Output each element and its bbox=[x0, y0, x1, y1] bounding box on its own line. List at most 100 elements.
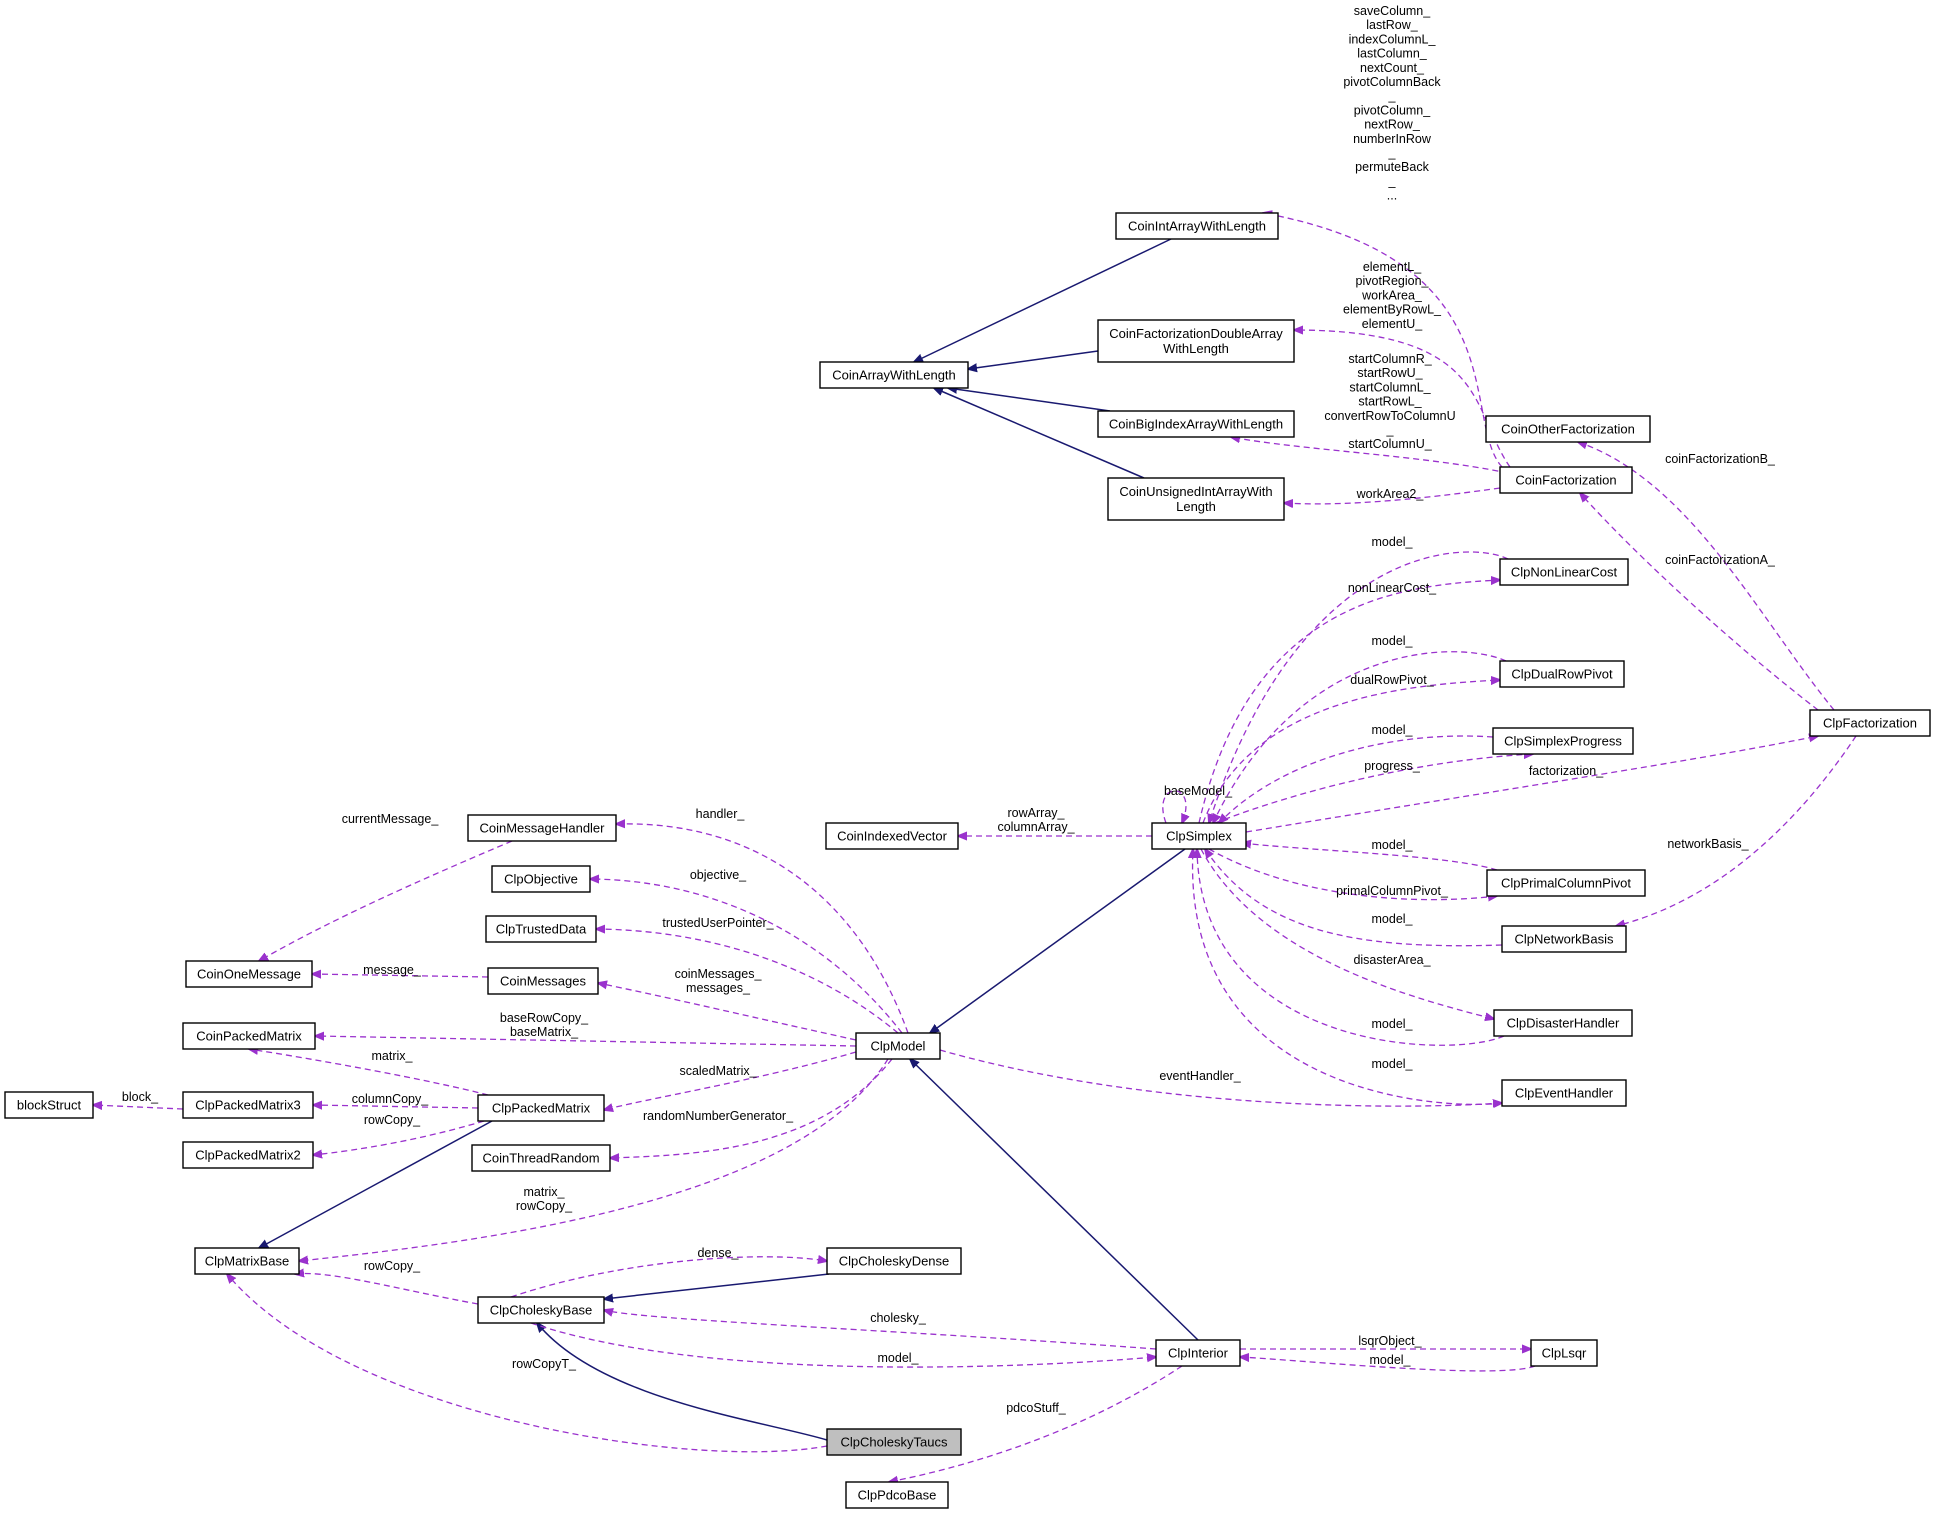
class-node-coin-thread-random[interactable]: CoinThreadRandom bbox=[471, 1144, 611, 1172]
inheritance-edge-1 bbox=[968, 350, 1099, 369]
class-node-block-struct[interactable]: blockStruct bbox=[4, 1091, 94, 1119]
edge-label-rowarray-0: rowArray_ bbox=[1008, 806, 1066, 820]
class-node-clp-primal-column-pivot[interactable]: ClpPrimalColumnPivot bbox=[1486, 869, 1646, 897]
edge-label-pcp-0: primalColumnPivot_ bbox=[1336, 884, 1449, 898]
class-node-clp-packed-matrix2[interactable]: ClpPackedMatrix2 bbox=[182, 1141, 314, 1169]
class-node-coin-int-array-with-length[interactable]: CoinIntArrayWithLength bbox=[1115, 212, 1279, 240]
edge-label-cbigidx-4: convertRowToColumnU bbox=[1324, 409, 1455, 423]
class-name-label: ClpCholeskyBase bbox=[490, 1303, 593, 1318]
usage-edge-22 bbox=[1162, 790, 1186, 823]
edge-label-cf-b-0: coinFactorizationB_ bbox=[1665, 452, 1776, 466]
class-box bbox=[1501, 925, 1627, 953]
inheritance-edge-7 bbox=[604, 1273, 830, 1299]
edge-label-rowcopy2-0: rowCopy_ bbox=[364, 1113, 421, 1127]
class-name-label: ClpSimplex bbox=[1166, 829, 1232, 844]
class-name-label: CoinOtherFactorization bbox=[1501, 422, 1635, 437]
edge-label-prog-model-0: model_ bbox=[1372, 723, 1414, 737]
class-node-coin-factorization[interactable]: CoinFactorization bbox=[1499, 466, 1633, 494]
edge-label-objective-0: objective_ bbox=[690, 868, 747, 882]
class-node-coin-packed-matrix[interactable]: CoinPackedMatrix bbox=[182, 1022, 316, 1050]
class-node-coin-indexed-vector[interactable]: CoinIndexedVector bbox=[825, 822, 959, 850]
usage-edge-39 bbox=[249, 1049, 489, 1096]
class-node-coin-messages[interactable]: CoinMessages bbox=[487, 967, 599, 995]
class-node-clp-trusted-data[interactable]: ClpTrustedData bbox=[485, 915, 597, 943]
class-node-clp-non-linear-cost[interactable]: ClpNonLinearCost bbox=[1499, 558, 1629, 586]
usage-edge-48 bbox=[604, 1310, 1157, 1350]
edge-label-handler-0: handler_ bbox=[696, 807, 746, 821]
edge-label-evt-0: eventHandler_ bbox=[1159, 1069, 1241, 1083]
usage-edge-14 bbox=[1580, 493, 1819, 711]
edge-label-mrow-1: rowCopy_ bbox=[516, 1199, 573, 1213]
usage-edge-21 bbox=[1245, 736, 1818, 833]
class-box bbox=[185, 960, 313, 988]
class-box bbox=[487, 967, 599, 995]
class-node-clp-interior[interactable]: ClpInterior bbox=[1155, 1339, 1241, 1367]
inheritance-edge-8 bbox=[537, 1323, 828, 1441]
class-box bbox=[1115, 212, 1279, 240]
class-node-clp-cholesky-taucs[interactable]: ClpCholeskyTaucs bbox=[826, 1428, 962, 1456]
edge-label-nlc-0: nonLinearCost_ bbox=[1348, 581, 1437, 595]
edge-label-mrow-0: matrix_ bbox=[524, 1185, 566, 1199]
class-name-label: WithLength bbox=[1163, 341, 1229, 356]
class-node-clp-network-basis[interactable]: ClpNetworkBasis bbox=[1501, 925, 1627, 953]
inheritance-edge-4 bbox=[930, 848, 1186, 1033]
class-node-clp-pdco-base[interactable]: ClpPdcoBase bbox=[845, 1481, 949, 1509]
class-node-clp-simplex-progress[interactable]: ClpSimplexProgress bbox=[1492, 727, 1634, 755]
edge-label-cholesky-0: cholesky_ bbox=[870, 1311, 927, 1325]
edge-label-cintarr-1: lastRow_ bbox=[1366, 18, 1418, 32]
class-box bbox=[182, 1022, 316, 1050]
usage-edge-27 bbox=[1616, 735, 1857, 926]
edge-label-baserow-0: baseRowCopy_ bbox=[500, 1011, 589, 1025]
class-node-clp-model[interactable]: ClpModel bbox=[855, 1032, 941, 1060]
class-box bbox=[477, 1296, 605, 1324]
class-box bbox=[1499, 558, 1629, 586]
class-node-clp-simplex[interactable]: ClpSimplex bbox=[1151, 822, 1247, 850]
edge-label-cintarr-5: pivotColumnBack bbox=[1343, 75, 1441, 89]
class-node-clp-disaster-handler[interactable]: ClpDisasterHandler bbox=[1493, 1009, 1633, 1037]
usage-edge-11 bbox=[1231, 437, 1509, 474]
edge-label-cfdarr-3: elementByRowL_ bbox=[1343, 303, 1442, 317]
edge-label-nlc-model-0: model_ bbox=[1372, 535, 1414, 549]
class-node-clp-lsqr[interactable]: ClpLsqr bbox=[1530, 1339, 1598, 1367]
class-node-coin-other-factorization[interactable]: CoinOtherFactorization bbox=[1485, 415, 1651, 443]
class-box bbox=[1151, 822, 1247, 850]
edge-label-cintarr-11: permuteBack bbox=[1355, 160, 1429, 174]
edge-label-prog-0: progress_ bbox=[1364, 759, 1421, 773]
edge-label-cintarr-0: saveColumn_ bbox=[1354, 4, 1431, 18]
class-box bbox=[4, 1091, 94, 1119]
class-node-clp-event-handler[interactable]: ClpEventHandler bbox=[1501, 1079, 1627, 1107]
class-name-label: CoinFactorizationDoubleArray bbox=[1109, 326, 1283, 341]
edge-label-cbigidx-5: _ bbox=[1386, 423, 1395, 437]
usage-edge-13 bbox=[1578, 442, 1835, 711]
edge-label-coinmsgs-1: messages_ bbox=[686, 981, 751, 995]
class-node-clp-factorization[interactable]: ClpFactorization bbox=[1809, 709, 1931, 737]
class-node-clp-matrix-base[interactable]: ClpMatrixBase bbox=[194, 1247, 300, 1275]
class-name-label: blockStruct bbox=[17, 1098, 82, 1113]
class-node-coin-array-with-length[interactable]: CoinArrayWithLength bbox=[819, 361, 969, 389]
edge-label-cunsigned-0: workArea2_ bbox=[1356, 487, 1425, 501]
edge-label-colcopy-0: columnCopy_ bbox=[352, 1092, 429, 1106]
usage-edge-47 bbox=[295, 1273, 479, 1305]
class-box bbox=[1492, 727, 1634, 755]
class-node-clp-packed-matrix3[interactable]: ClpPackedMatrix3 bbox=[182, 1091, 314, 1119]
class-name-label: ClpLsqr bbox=[1542, 1346, 1587, 1361]
class-node-coin-one-message[interactable]: CoinOneMessage bbox=[185, 960, 313, 988]
class-node-clp-cholesky-dense[interactable]: ClpCholeskyDense bbox=[826, 1247, 962, 1275]
class-node-coin-big-index-array-with-length[interactable]: CoinBigIndexArrayWithLength bbox=[1097, 410, 1295, 438]
edge-label-rowcopy-t-0: rowCopyT_ bbox=[512, 1357, 577, 1371]
class-node-clp-dual-row-pivot[interactable]: ClpDualRowPivot bbox=[1499, 660, 1625, 688]
class-name-label: ClpDisasterHandler bbox=[1507, 1016, 1620, 1031]
class-node-clp-cholesky-base[interactable]: ClpCholeskyBase bbox=[477, 1296, 605, 1324]
usage-edge-15 bbox=[1209, 551, 1509, 823]
class-name-label: CoinPackedMatrix bbox=[196, 1029, 302, 1044]
class-node-clp-packed-matrix[interactable]: ClpPackedMatrix bbox=[477, 1094, 605, 1122]
class-name-label: CoinFactorization bbox=[1515, 473, 1616, 488]
usage-edge-24 bbox=[1242, 843, 1498, 871]
class-box bbox=[1097, 410, 1295, 438]
edge-label-cintarr-8: nextRow_ bbox=[1364, 118, 1421, 132]
class-node-clp-objective[interactable]: ClpObjective bbox=[491, 865, 591, 893]
usage-edge-44 bbox=[610, 1058, 893, 1158]
class-node-coin-message-handler[interactable]: CoinMessageHandler bbox=[467, 814, 617, 842]
